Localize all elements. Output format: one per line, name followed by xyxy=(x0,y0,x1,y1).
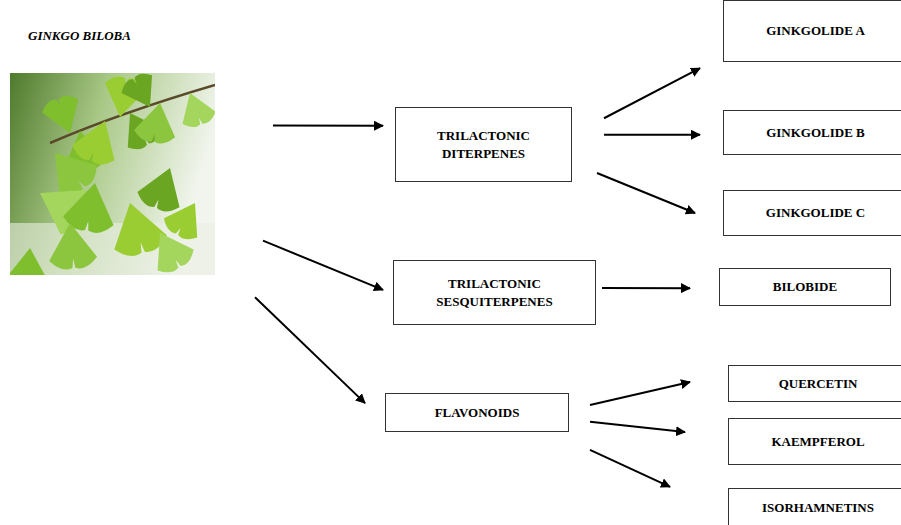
compound-box: TRILACTONIC SESQUITERPENES xyxy=(393,260,596,325)
arrow-connector xyxy=(604,134,700,136)
compound-box: GINKGOLIDE B xyxy=(723,110,901,155)
arrow-connector xyxy=(602,287,690,289)
arrow-connector xyxy=(263,241,383,290)
plant-name: GINKGO BILOBA xyxy=(28,27,131,45)
leaf-cluster xyxy=(10,73,215,275)
compound-box: TRILACTONIC DITERPENES xyxy=(395,107,572,182)
arrow-connector xyxy=(597,173,695,213)
box-label: TRILACTONIC SESQUITERPENES xyxy=(404,275,585,310)
box-label: QUERCETIN xyxy=(779,375,858,393)
arrow-connector xyxy=(273,125,383,127)
box-label: ISORHAMNETINS xyxy=(762,499,874,517)
box-label: FLAVONOIDS xyxy=(435,404,520,422)
box-label: KAEMPFEROL xyxy=(771,433,864,451)
compound-box: GINKGOLIDE C xyxy=(723,190,901,236)
plant-photo-node: GINKGO BILOBA xyxy=(10,73,215,275)
compound-box: KAEMPFEROL xyxy=(728,418,901,465)
ginkgo-photo xyxy=(10,73,215,275)
box-label: GINKGOLIDE C xyxy=(766,204,865,222)
box-label: BILOBIDE xyxy=(773,278,837,296)
box-label: GINKGOLIDE B xyxy=(766,124,865,142)
compound-box: ISORHAMNETINS xyxy=(728,488,901,525)
compound-box: FLAVONOIDS xyxy=(385,393,569,432)
compound-box: QUERCETIN xyxy=(728,365,901,402)
arrow-connector xyxy=(590,450,670,487)
photo-background xyxy=(10,73,215,275)
compound-box: GINKGOLIDE A xyxy=(723,0,901,62)
arrow-connector xyxy=(604,68,700,118)
arrow-connector xyxy=(255,297,365,403)
compound-box: BILOBIDE xyxy=(719,268,891,306)
box-label: GINKGOLIDE A xyxy=(766,22,865,40)
box-label: TRILACTONIC DITERPENES xyxy=(406,127,561,162)
arrow-connector xyxy=(590,382,690,405)
arrow-connector xyxy=(590,422,685,432)
